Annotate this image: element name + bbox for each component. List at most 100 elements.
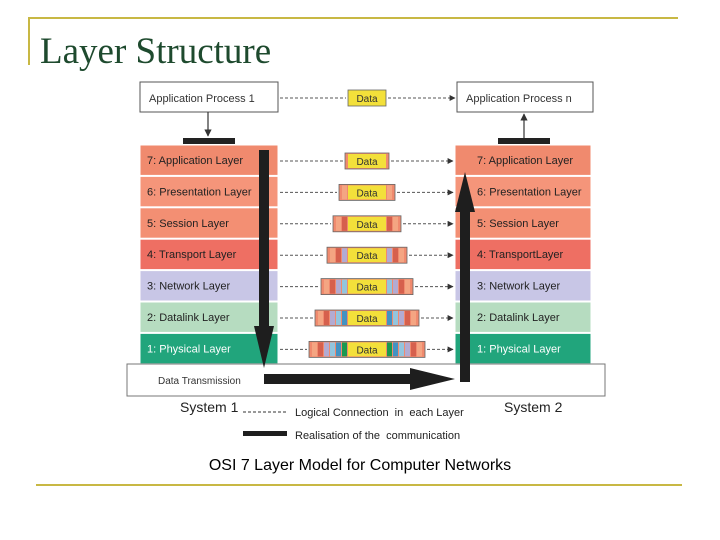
layer-data-packet: Data [338,183,396,201]
packet-trailer [405,342,410,357]
packet-trailer [399,342,404,357]
packet-label: Data [356,314,378,325]
packet-header [318,311,323,325]
left-layer-label: 6: Presentation Layer [147,186,252,198]
left-rule [28,17,30,65]
packet-trailer [387,279,392,294]
transmission-label: Data Transmission [158,376,241,387]
figure-caption: OSI 7 Layer Model for Computer Networks [208,457,512,474]
ascent-arrow-shaft [460,210,470,382]
packet-header [336,216,341,231]
right-layer-box [454,301,592,333]
left-layer-box [139,144,279,176]
descent-arrow-shaft [259,150,269,328]
slide-title: Layer Structure [40,31,272,72]
packet-header [342,342,347,357]
packet-payload [348,185,386,200]
packet-trailer [387,248,392,263]
transmission-arrow-shaft [264,374,414,384]
top-data-packet [347,89,387,107]
packet-trailer [399,279,404,294]
process-label-right: Application Process n [466,93,572,105]
packet-header [330,279,335,294]
packet-trailer [393,279,398,294]
packet-header [336,248,341,263]
packet-header [342,216,347,231]
legend-solid-bar [243,431,287,436]
process-label-left: Application Process 1 [149,93,255,105]
left-layer-stack: 7: Application Layer 6: Presentation Laye… [139,144,279,365]
right-layer-label: 7: Application Layer [477,155,573,167]
packet-header [330,248,335,263]
packet-header [342,279,347,294]
layer-data-packet: Data [314,309,420,327]
left-layer-box [139,175,279,208]
packet-trailer [405,311,410,325]
left-layer-label: 7: Application Layer [147,155,243,167]
packet-trailer [387,216,392,231]
right-layer-label: 4: TransportLayer [477,249,564,261]
legend-logical-text: Logical Connection in each Layer [295,407,464,419]
packet-label: Data [356,345,378,356]
packet-payload [348,248,386,263]
layer-data-packet: Data [344,152,390,170]
packet-label: Data [356,283,378,294]
layer-data-packet: Data [332,215,402,233]
packet-payload [348,311,386,325]
right-layer-box [454,207,592,239]
packet-label: Data [356,157,378,168]
packet-header [342,185,347,200]
packet-header [342,248,347,263]
packet-header [336,311,341,325]
bottom-rule [36,484,682,486]
packet-header [318,342,323,357]
right-layer-label: 5: Session Layer [477,218,559,230]
packet-trailer [393,216,398,231]
packet-payload [348,216,386,231]
packet-trailer [387,311,392,325]
left-layer-label: 3: Network Layer [147,281,230,293]
packet-header [324,279,329,294]
packet-payload [348,342,386,357]
packet-label: Data [356,220,378,231]
left-layer-label: 1: Physical Layer [147,343,231,355]
packet-trailer [417,342,422,357]
left-layer-box [139,207,279,239]
packet-trailer [399,248,404,263]
left-layer-box [139,238,279,271]
right-layer-label: 2: Datalink Layer [477,312,560,324]
right-layer-box [454,270,592,302]
descent-arrow-head [254,326,274,368]
packet-label: Data [356,188,378,199]
left-layer-box [139,270,279,302]
layer-data-packet: Data [326,246,408,264]
ascent-arrow-head [455,172,475,212]
packet-trailer [411,311,416,325]
right-layer-box [454,332,592,365]
left-layer-label: 2: Datalink Layer [147,312,230,324]
packet-trailer [405,279,410,294]
process-box-left [139,81,279,113]
system-left-label: System 1 [180,399,239,415]
packet-trailer [387,342,392,357]
packet-trailer [399,311,404,325]
packet-header [342,311,347,325]
layer-data-packet: Data [320,278,414,296]
packet-trailer [393,342,398,357]
process-box-right [456,81,594,113]
layer-data-packet: Data [308,340,426,358]
packet-trailer [393,248,398,263]
right-layer-box [454,238,592,271]
packet-payload [348,279,386,294]
right-interface-bar [498,138,550,144]
legend-real-text: Realisation of the communication [295,430,460,442]
packet-header [324,311,329,325]
left-layer-box [139,332,279,365]
packet-header [312,342,317,357]
left-interface-bar [183,138,235,144]
top-data-label: Data [356,94,378,105]
packet-trailer [411,342,416,357]
